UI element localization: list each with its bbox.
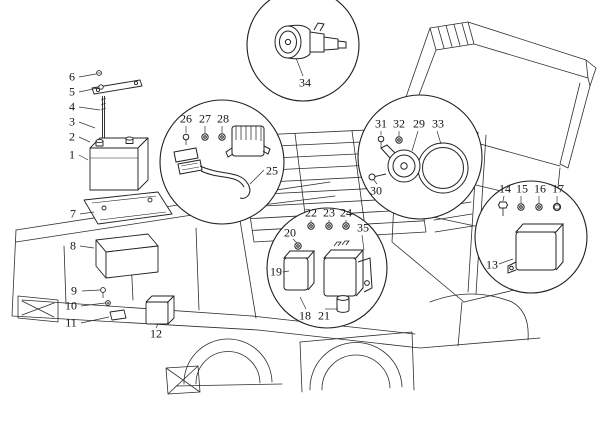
- battery-assembly: [89, 70, 149, 191]
- part-label-10: 10: [65, 298, 77, 313]
- callout-control-unit: [474, 180, 588, 294]
- part-label-24: 24: [340, 205, 352, 220]
- battery-tray-and-mounts: [83, 191, 175, 325]
- part-label-20: 20: [284, 225, 296, 240]
- part-label-13: 13: [486, 257, 498, 272]
- part-label-30: 30: [370, 183, 382, 198]
- part-label-29: 29: [413, 116, 425, 131]
- part-label-33: 33: [432, 116, 444, 131]
- part-label-3: 3: [69, 114, 75, 129]
- part-label-2: 2: [69, 129, 75, 144]
- part-label-26: 26: [180, 111, 192, 126]
- relays-drawing: [282, 222, 373, 313]
- part-label-35: 35: [357, 220, 369, 235]
- part-label-25: 25: [266, 163, 278, 178]
- control-unit-drawing: [497, 201, 565, 274]
- part-label-9: 9: [71, 283, 77, 298]
- part-label-7: 7: [70, 206, 76, 221]
- part-label-1: 1: [69, 147, 75, 162]
- ignition-switch-drawing: [274, 22, 347, 60]
- part-label-23: 23: [323, 205, 335, 220]
- part-label-18: 18: [299, 308, 311, 323]
- part-label-4: 4: [69, 99, 75, 114]
- part-label-16: 16: [534, 181, 546, 196]
- part-label-32: 32: [393, 116, 405, 131]
- part-label-31: 31: [375, 116, 387, 131]
- callout-ignition-switch: [246, 0, 360, 102]
- part-label-8: 8: [70, 238, 76, 253]
- part-label-34: 34: [299, 75, 311, 90]
- callout-horn: [357, 94, 483, 220]
- part-label-6: 6: [69, 69, 75, 84]
- callout-relays: [266, 207, 388, 329]
- part-label-5: 5: [69, 84, 75, 99]
- part-label-12: 12: [150, 326, 162, 341]
- part-label-27: 27: [199, 111, 211, 126]
- part-label-28: 28: [217, 111, 229, 126]
- part-label-17: 17: [552, 181, 564, 196]
- regulator-drawing: [173, 125, 271, 199]
- part-label-19: 19: [270, 264, 282, 279]
- part-label-11: 11: [65, 315, 77, 330]
- part-label-22: 22: [305, 205, 317, 220]
- part-label-14: 14: [499, 181, 511, 196]
- part-label-21: 21: [318, 308, 330, 323]
- callout-voltage-regulator: [159, 99, 285, 225]
- leader-lines: [78, 57, 558, 329]
- part-label-15: 15: [516, 181, 528, 196]
- horn-drawing: [368, 135, 469, 194]
